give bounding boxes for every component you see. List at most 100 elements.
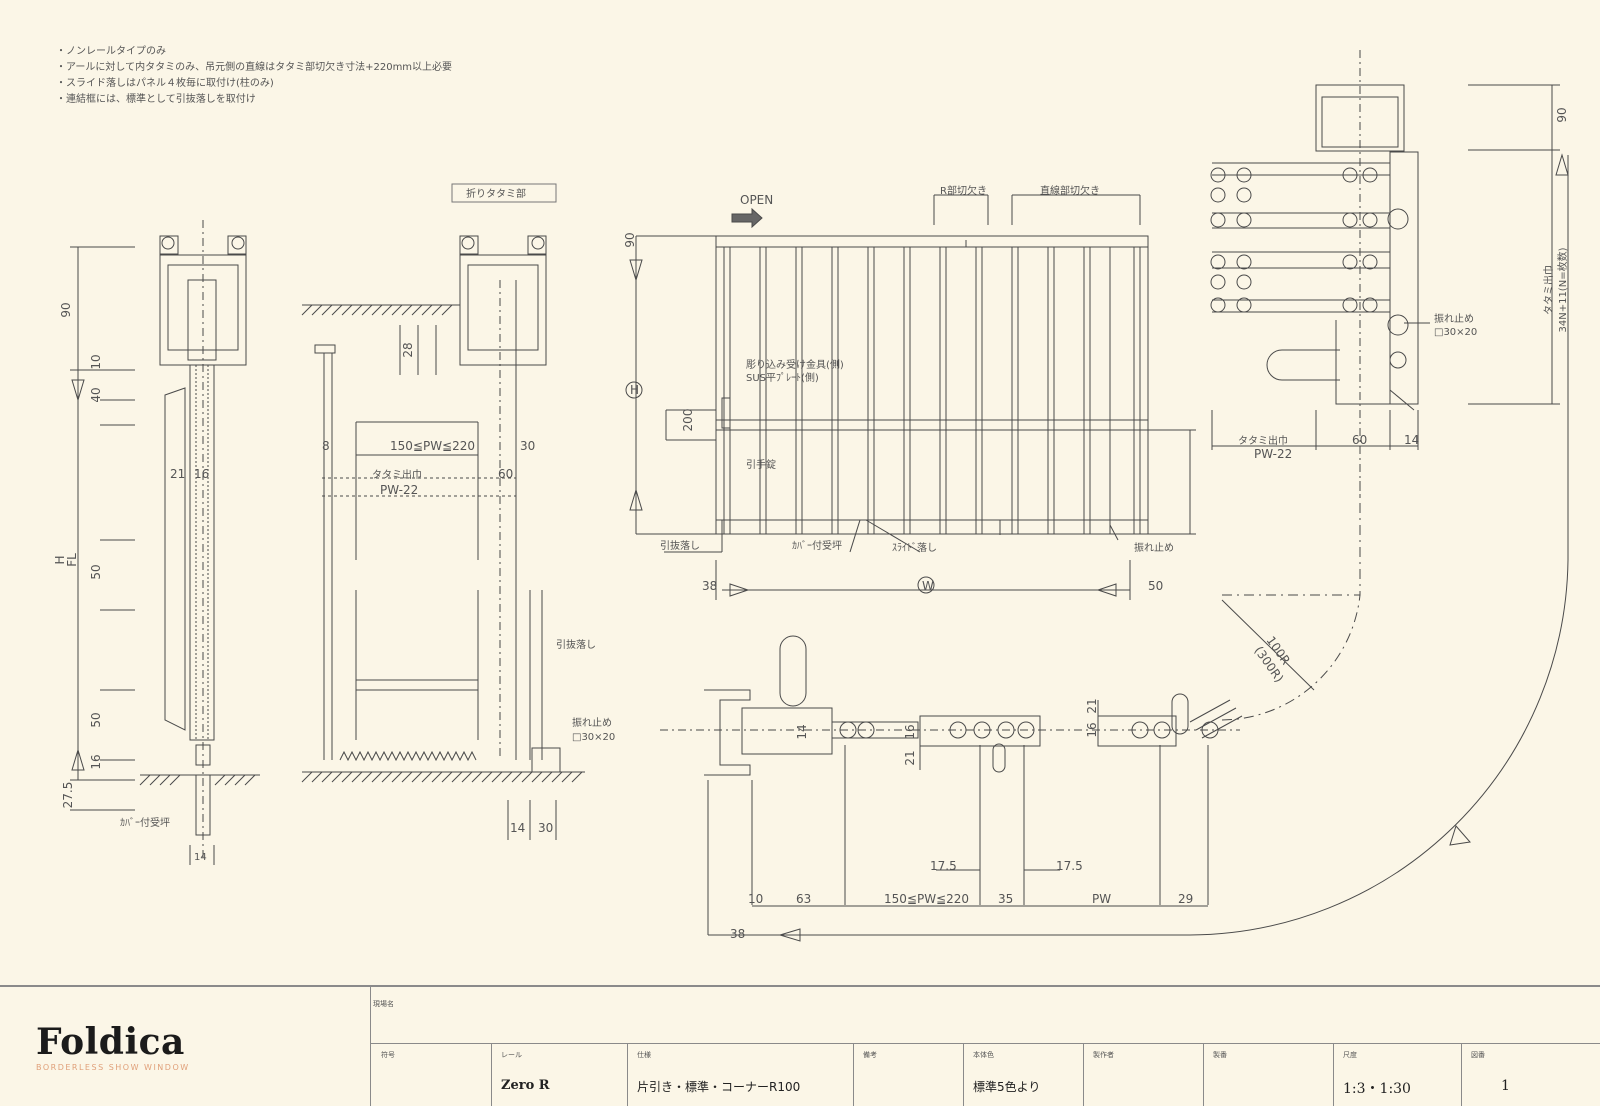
dim-label: 14 <box>1404 433 1419 447</box>
dim-label: 50 <box>89 712 103 727</box>
dim-label: PW-22 <box>380 483 418 497</box>
label-fold-dims: 34N+11(N=枚数) <box>1556 247 1569 332</box>
cell-caption: 尺度 <box>1343 1051 1357 1059</box>
label-open: OPEN <box>740 193 773 207</box>
vertical-section-a <box>70 220 260 865</box>
cell-caption: 製番 <box>1213 1051 1227 1059</box>
dim-label: 63 <box>796 892 811 906</box>
cell-caption: 本体色 <box>973 1051 994 1059</box>
dim-label: 38 <box>702 579 717 593</box>
cell-value: 標準5色より <box>973 1080 1041 1094</box>
dim-label: 21 <box>1085 698 1099 713</box>
dim-label: 17.5 <box>930 859 957 873</box>
dim-label: 90 <box>1555 107 1569 122</box>
label-fold-width-2: タタミ出巾 <box>1542 265 1555 315</box>
dim-label: PW-22 <box>1254 447 1292 461</box>
dim-label: 8 <box>322 439 330 453</box>
dim-label: 150≦PW≦220 <box>390 439 475 453</box>
dim-label: 27.5 <box>61 782 75 809</box>
cell-caption: 図番 <box>1471 1051 1485 1059</box>
label-pull-latch-left: 引抜落し <box>660 539 700 552</box>
dim-label: 40 <box>89 387 103 402</box>
label-sway-stop: 振れ止め <box>1434 312 1474 325</box>
dim-label: H <box>630 383 639 397</box>
dim-label: 28 <box>401 342 415 357</box>
dim-label: H <box>53 555 67 564</box>
note-line: ・スライド落しはパネル４枚毎に取付け(柱のみ) <box>56 78 274 89</box>
cell-caption: レール <box>501 1051 522 1059</box>
dim-label: 90 <box>59 302 73 317</box>
cell-value: Zero R <box>501 1078 550 1093</box>
dim-label: FL <box>65 553 79 567</box>
cell-caption: 備考 <box>863 1051 877 1059</box>
cell-maker: 製作者 <box>1083 1044 1204 1106</box>
note-line: ・ノンレールタイプのみ <box>56 46 166 57</box>
dim-label: 50 <box>1148 579 1163 593</box>
dim-label: 16 <box>194 467 209 481</box>
title-block: Foldica BORDERLESS SHOW WINDOW 現場名 符号 レー… <box>0 985 1600 1106</box>
dim-label: 10 <box>89 354 103 369</box>
title-block-grid: 現場名 符号 レール Zero R 仕様 片引き・標準・コーナーR100 備考 … <box>370 987 1600 1106</box>
cell-caption: 符号 <box>381 1051 395 1059</box>
dim-label: 30 <box>538 821 553 835</box>
label-cover-receiver: ｶﾊﾞｰ付受坪 <box>120 816 170 829</box>
plan-view-corner <box>660 153 1569 942</box>
dim-label: 21 <box>170 467 185 481</box>
label-sway-size: □30×20 <box>572 732 615 743</box>
dim-label: 200 <box>681 409 695 432</box>
label-pull-latch: 引抜落し <box>556 638 596 651</box>
label-slide-latch: ｽﾗｲﾄﾞ落し <box>892 542 937 554</box>
brand-logo: Foldica <box>36 1021 185 1063</box>
cell-value: 1:3・1:30 <box>1343 1081 1411 1097</box>
cell-spec: 仕様 片引き・標準・コーナーR100 <box>627 1044 854 1106</box>
cell-serial: 製番 <box>1203 1044 1334 1106</box>
label-d14: 14 <box>194 852 207 863</box>
label-folded-section: 折りタタミ部 <box>466 187 526 200</box>
spec-notes: ・ノンレールタイプのみ ・アールに対して内タタミのみ、吊元側の直線はタタミ部切欠… <box>56 44 452 108</box>
dim-label: W <box>922 579 934 593</box>
cell-value: 片引き・標準・コーナーR100 <box>637 1080 801 1094</box>
note-line: ・連結框には、標準として引抜落しを取付け <box>56 94 256 105</box>
label-handle: 引手錠 <box>746 458 776 471</box>
label-sus-bar: SUS平ﾌﾟﾚｰﾄ(側) <box>746 371 819 384</box>
dim-label: 38 <box>730 927 745 941</box>
label-fold-width-3: タタミ出巾 <box>1238 434 1288 447</box>
cell-scale: 尺度 1:3・1:30 <box>1333 1044 1462 1106</box>
cell-value: 1 <box>1501 1078 1510 1094</box>
brand-tagline: BORDERLESS SHOW WINDOW <box>36 1063 190 1072</box>
label-r-notch: R部切欠き <box>940 184 987 197</box>
title-block-row: 符号 レール Zero R 仕様 片引き・標準・コーナーR100 備考 本体色 … <box>371 1044 1600 1106</box>
dim-label: 16 <box>903 724 917 739</box>
cell-code: 符号 <box>371 1044 492 1106</box>
elevation-view <box>625 194 1196 600</box>
dim-label: 16 <box>1085 722 1099 737</box>
label-fold-width: タタミ出巾 <box>372 468 422 481</box>
technical-drawing: 90 10 40 50 50 16 27.5 H FL 21 16 ｶﾊﾞｰ付受… <box>53 50 1569 942</box>
dim-label: 60 <box>1352 433 1367 447</box>
dim-label: PW <box>1092 892 1111 906</box>
project-field: 現場名 <box>371 987 1600 1044</box>
dim-label: 21 <box>903 750 917 765</box>
cell-body-color: 本体色 標準5色より <box>963 1044 1084 1106</box>
label-cover-receiver-2: ｶﾊﾞｰ付受坪 <box>792 539 842 552</box>
note-line: ・アールに対して内タタミのみ、吊元側の直線はタタミ部切欠き寸法+220mm以上必… <box>56 62 453 73</box>
dim-label: 30 <box>520 439 535 453</box>
cell-drawing-no: 図番 1 <box>1461 1044 1600 1106</box>
dim-label: 16 <box>89 754 103 769</box>
dim-label: 150≦PW≦220 <box>884 892 969 906</box>
dim-label: 14 <box>795 724 809 739</box>
dim-label: 29 <box>1178 892 1193 906</box>
label-sway-stop: 振れ止め <box>572 716 612 729</box>
cell-remarks: 備考 <box>853 1044 964 1106</box>
vertical-section-b <box>301 183 585 840</box>
project-caption: 現場名 <box>373 1000 394 1008</box>
cell-caption: 仕様 <box>637 1051 651 1059</box>
cell-rail: レール Zero R <box>491 1044 628 1106</box>
label-sway-stop-3: 振れ止め <box>1134 541 1174 554</box>
label-sway-size: □30×20 <box>1434 327 1477 338</box>
label-embed-receiver: 彫り込み受け金具(側) <box>746 358 844 371</box>
dim-label: 14 <box>510 821 525 835</box>
dim-label: 90 <box>623 232 637 247</box>
dim-label: 60 <box>498 467 513 481</box>
cell-caption: 製作者 <box>1093 1051 1114 1059</box>
